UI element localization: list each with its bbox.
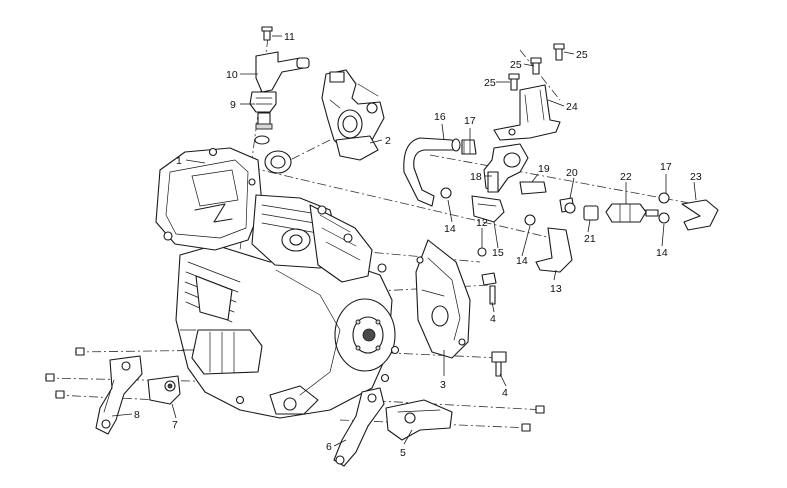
leader-lines [111, 35, 697, 447]
callout-4-lower: 4 [502, 387, 508, 399]
fuel-filter-22 [583, 192, 719, 231]
callout-14-right: 14 [656, 247, 668, 259]
callout-12: 12 [476, 217, 488, 229]
mount-bracket-8 [95, 355, 143, 435]
callout-9: 9 [230, 99, 236, 111]
callout-3: 3 [440, 379, 446, 391]
hose-13-group [440, 187, 576, 273]
callout-25-upper: 25 [510, 59, 522, 71]
throttle-body [321, 69, 385, 161]
callout-17-right: 17 [660, 161, 672, 173]
mount-bracket-6 [333, 387, 385, 467]
callout-25-left: 25 [484, 77, 496, 89]
bracket-24 [493, 43, 565, 141]
side-cover-3 [415, 239, 471, 359]
callout-1: 1 [176, 155, 182, 167]
callout-8: 8 [134, 409, 140, 421]
callout-7: 7 [172, 419, 178, 431]
callout-4-upper: 4 [490, 313, 496, 325]
callout-19: 19 [538, 163, 550, 175]
hose-16 [403, 137, 477, 207]
callout-14-left: 14 [444, 223, 456, 235]
bolts-4 [481, 272, 507, 377]
callout-21: 21 [584, 233, 596, 245]
callout-16: 16 [434, 111, 446, 123]
callout-18: 18 [470, 171, 482, 183]
callout-13: 13 [550, 283, 562, 295]
callout-20: 20 [566, 167, 578, 179]
injector-assembly [249, 26, 310, 145]
callout-10: 10 [226, 69, 238, 81]
callout-23: 23 [690, 171, 702, 183]
callout-17-left: 17 [464, 115, 476, 127]
callout-5: 5 [400, 447, 406, 459]
mount-bracket-7 [147, 375, 181, 405]
callout-22: 22 [620, 171, 632, 183]
callout-15: 15 [492, 247, 504, 259]
long-bolts [45, 347, 545, 432]
callout-2: 2 [385, 135, 391, 147]
mount-bracket-5 [385, 399, 453, 441]
callout-25-right: 25 [576, 49, 588, 61]
purge-valve-18 [483, 143, 575, 213]
callout-24: 24 [566, 101, 578, 113]
callout-11: 11 [284, 31, 295, 43]
callout-labels: 1 2 3 4 4 5 6 7 8 9 10 11 12 13 14 14 14… [134, 31, 702, 459]
callout-14-middle: 14 [516, 255, 528, 267]
engine-assembly [155, 147, 400, 419]
callout-6: 6 [326, 441, 332, 453]
